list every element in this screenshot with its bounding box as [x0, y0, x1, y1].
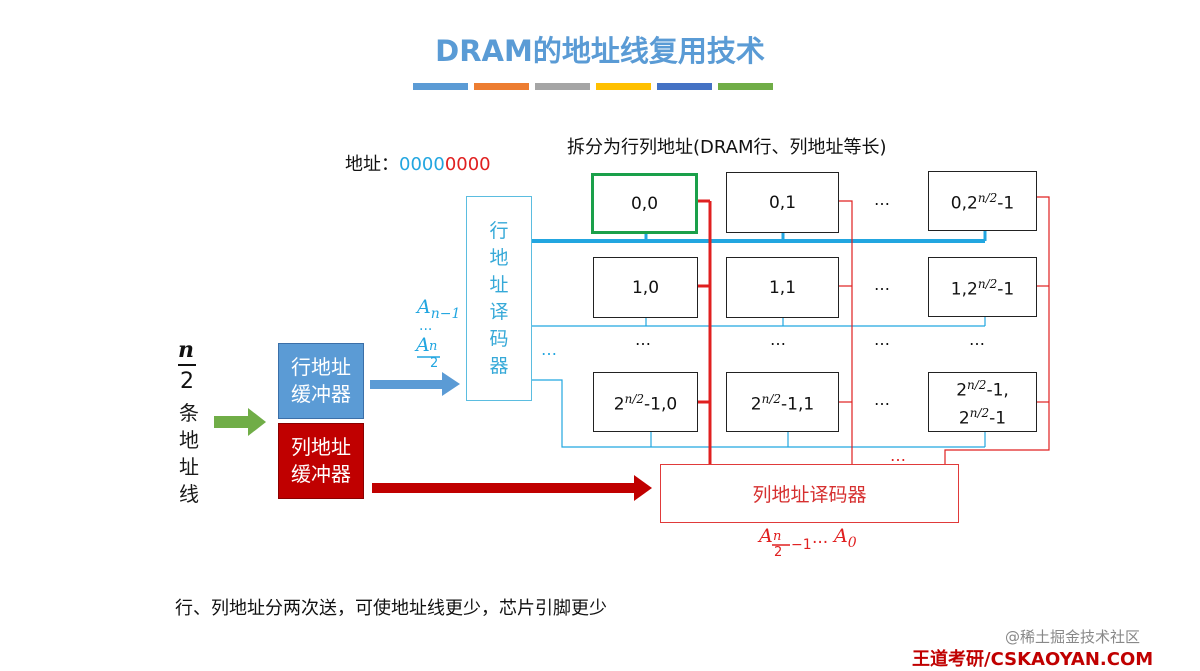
color-bar-5 — [657, 83, 712, 90]
memory-cell-1-last: 1,2n/2-1 — [928, 257, 1037, 317]
memory-cell-0-0: 0,0 — [591, 173, 698, 234]
color-bar-3 — [535, 83, 590, 90]
row-decoder-char: 地 — [489, 246, 509, 269]
cell-exponent: n/2 — [761, 392, 782, 407]
watermark: @稀土掘金技术社区 — [1005, 628, 1141, 646]
cell-exponent: n/2 — [969, 406, 990, 420]
cell-text: 2 — [613, 394, 625, 415]
row-decoder-char: 址 — [489, 273, 509, 296]
brand-logo-text: 王道考研/CSKAOYAN.COM — [912, 649, 1154, 670]
cell-text-tail: -1,1 — [781, 394, 815, 415]
input-n: n — [178, 337, 194, 363]
row-decoder-dots: … — [541, 340, 558, 359]
row-buffer-line2: 缓冲器 — [291, 382, 351, 406]
col-range-tail: −1 — [791, 537, 812, 553]
row-range-bottom-den: 2 — [430, 356, 439, 371]
col-buffer-line1: 列地址 — [291, 435, 351, 459]
memory-cell-last-1: 2n/2-1,1 — [726, 372, 839, 432]
row-range-bottom-var: A — [416, 334, 430, 356]
address-label: 地址：00000000 — [345, 150, 491, 176]
input-lines-text: 条 地 址 线 — [174, 400, 204, 508]
col-select-lines — [698, 196, 1050, 464]
address-row-bits: 0000 — [399, 154, 445, 175]
page-title: DRAM的地址线复用技术 — [435, 34, 765, 68]
row-buffer-arrow — [370, 372, 460, 396]
cell-text: 2 — [958, 408, 970, 429]
col-range-end-var: A — [834, 525, 848, 547]
cell-text: 0,0 — [630, 193, 659, 214]
col-line-ellipsis: … — [890, 446, 907, 465]
input-text-char: 地 — [179, 428, 199, 452]
col-range-end: A0 — [834, 525, 857, 551]
col-range-end-sub: 0 — [847, 534, 857, 551]
grid-ellipsis-row: … — [770, 330, 787, 349]
input-text-char: 条 — [179, 401, 199, 425]
memory-cell-1-0: 1,0 — [593, 257, 698, 318]
memory-cell-1-1: 1,1 — [726, 257, 839, 318]
row-select-lines — [530, 231, 987, 448]
cell-text: 0,2 — [950, 193, 978, 214]
memory-cell-last-last: 2n/2-1, 2n/2-1 — [928, 372, 1037, 432]
column-address-buffer: 列地址缓冲器 — [278, 423, 364, 499]
col-buffer-line2: 缓冲器 — [291, 462, 351, 486]
grid-ellipsis-col: … — [874, 275, 891, 294]
row-range-top-var: A — [417, 296, 431, 318]
cell-text-tail: -1,0 — [644, 394, 678, 415]
footer-note: 行、列地址分两次送，可使地址线更少，芯片引脚更少 — [175, 598, 607, 619]
split-label: 拆分为行列地址(DRAM行、列地址等长) — [567, 137, 887, 158]
row-buffer-line1: 行地址 — [291, 355, 351, 379]
col-range-middle: ... — [812, 528, 829, 548]
cell-exponent: n/2 — [624, 392, 645, 407]
memory-cell-0-1: 0,1 — [726, 172, 839, 233]
row-range-top: An−1 — [417, 296, 460, 322]
col-range-num: n — [773, 529, 782, 544]
memory-cell-last-0: 2n/2-1,0 — [593, 372, 698, 432]
column-address-decoder: 列地址译码器 — [660, 464, 959, 523]
col-decoder-label: 列地址译码器 — [752, 484, 867, 506]
cell-exponent: n/2 — [977, 277, 998, 292]
cell-text-tail: -1 — [989, 408, 1007, 429]
row-range-top-sub: n−1 — [430, 305, 461, 322]
col-range-var: A — [759, 525, 773, 547]
cell-text: 1,0 — [631, 277, 660, 298]
input-text-char: 址 — [179, 455, 199, 479]
cell-text-tail: -1, — [986, 381, 1009, 401]
grid-ellipsis-col: … — [874, 190, 891, 209]
color-bar-4 — [596, 83, 651, 90]
color-bar-6 — [718, 83, 773, 90]
cell-exponent: n/2 — [977, 191, 998, 206]
cell-text-tail: -1 — [997, 193, 1015, 214]
color-bar-2 — [474, 83, 529, 90]
cell-text: 0,1 — [768, 192, 797, 213]
col-range-den: 2 — [774, 545, 783, 560]
address-prefix: 地址： — [345, 154, 399, 175]
cell-exponent: n/2 — [967, 378, 987, 393]
grid-ellipsis-row: … — [969, 330, 986, 349]
row-range-middle: ... — [419, 318, 433, 334]
grid-ellipsis-row: … — [874, 330, 891, 349]
input-arrow — [214, 408, 266, 436]
cell-text: 2 — [750, 394, 762, 415]
row-decoder-char: 器 — [489, 354, 509, 377]
row-decoder-char: 行 — [489, 219, 509, 242]
memory-cell-0-last: 0,2n/2-1 — [928, 171, 1037, 231]
row-address-decoder: 行 地 址 译 码 器 — [466, 196, 532, 401]
grid-ellipsis-row: … — [635, 330, 652, 349]
row-range-bottom-num: n — [429, 339, 438, 354]
row-decoder-char: 译 — [489, 300, 509, 323]
cell-text-tail: -1 — [997, 279, 1015, 300]
cell-text: 1,1 — [768, 277, 797, 298]
grid-ellipsis-col: … — [874, 390, 891, 409]
input-text-char: 线 — [179, 482, 199, 506]
cell-text: 1,2 — [950, 279, 978, 300]
color-bar-1 — [413, 83, 468, 90]
row-decoder-char: 码 — [489, 327, 509, 350]
address-col-bits: 0000 — [444, 154, 491, 175]
row-address-buffer: 行地址缓冲器 — [278, 343, 364, 419]
input-two: 2 — [180, 369, 194, 394]
col-buffer-arrow — [372, 475, 652, 501]
cell-text: 2 — [956, 381, 968, 401]
